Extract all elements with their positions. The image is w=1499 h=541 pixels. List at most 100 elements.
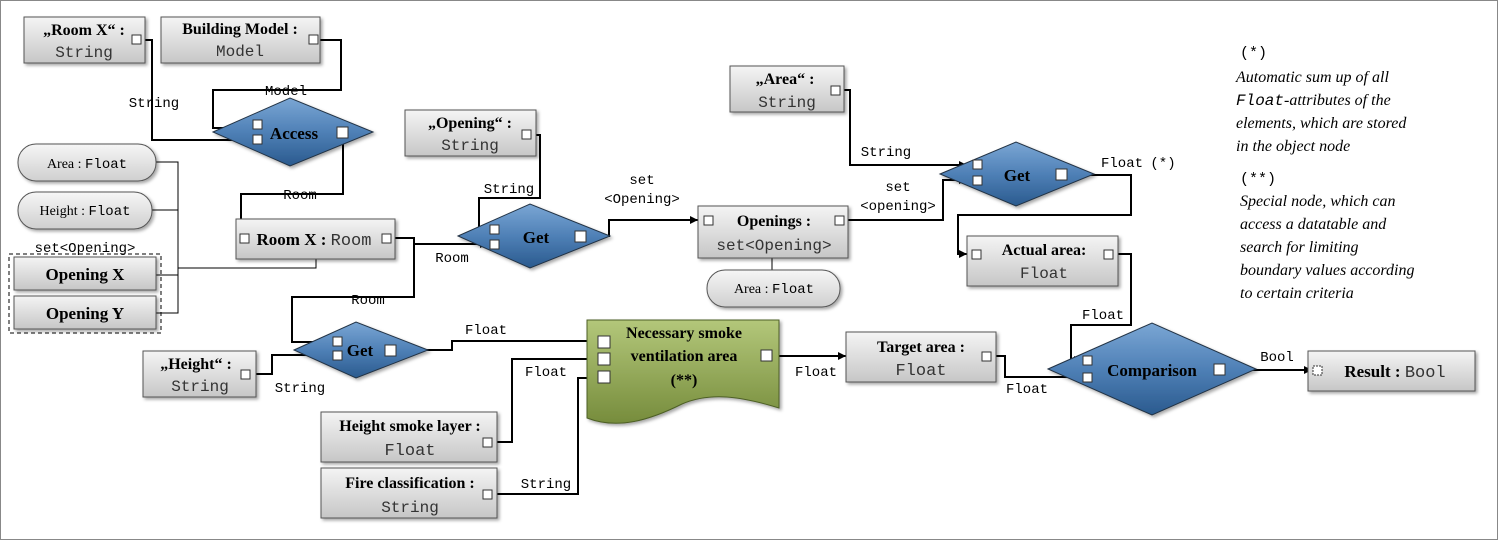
label-room3: Room bbox=[351, 293, 385, 309]
node-openings[interactable]: Openings : set<Opening> bbox=[697, 205, 849, 259]
label-float-get3: Float bbox=[465, 323, 507, 339]
attr-openings-area[interactable]: Area : Float bbox=[706, 269, 841, 308]
label-float-actual-comp: Float bbox=[1082, 308, 1124, 324]
edge-room-get3 bbox=[291, 237, 415, 343]
node-roomx-title: „Room X“ : bbox=[43, 22, 125, 39]
note2-line1: Special node, which can bbox=[1240, 193, 1396, 210]
note1-line1: Automatic sum up of all bbox=[1235, 69, 1389, 86]
node-smoke-ventilation[interactable]: Necessary smoke ventilation area (**) bbox=[586, 319, 780, 424]
port[interactable] bbox=[332, 350, 343, 361]
port[interactable] bbox=[1213, 363, 1226, 376]
node-access[interactable]: Access bbox=[211, 97, 375, 167]
port[interactable] bbox=[981, 351, 992, 362]
port[interactable] bbox=[834, 215, 845, 226]
node-building-model[interactable]: Building Model : Model bbox=[160, 16, 321, 64]
label-float-hsl: Float bbox=[525, 365, 567, 381]
edge-height-get3 bbox=[253, 354, 333, 375]
port[interactable] bbox=[252, 119, 263, 130]
note1-line4: in the object node bbox=[1236, 138, 1350, 155]
node-roomx-type: String bbox=[55, 44, 113, 62]
node-comparison[interactable]: Comparison bbox=[1046, 322, 1258, 416]
port[interactable] bbox=[597, 335, 611, 349]
port[interactable] bbox=[482, 437, 493, 448]
node-height-type: String bbox=[171, 378, 229, 396]
node-actual-area[interactable]: Actual area: Float bbox=[966, 235, 1119, 287]
attr-area[interactable]: Area : Float bbox=[17, 143, 157, 182]
port[interactable] bbox=[384, 344, 397, 357]
note2-line5: to certain criteria bbox=[1240, 285, 1354, 302]
node-opening-title: „Opening“ : bbox=[428, 115, 512, 132]
node-openings-type: set<Opening> bbox=[716, 237, 831, 255]
node-room-x-text: Room X : Room bbox=[257, 230, 372, 251]
port[interactable] bbox=[1082, 355, 1093, 366]
node-get3-label: Get bbox=[347, 341, 374, 360]
node-area-string[interactable]: „Area“ : String bbox=[729, 65, 845, 113]
note2-line4: boundary values according bbox=[1240, 262, 1414, 279]
node-actual-title: Actual area: bbox=[1002, 242, 1087, 259]
note1-mark: (*) bbox=[1240, 45, 1267, 62]
label-string-area: String bbox=[861, 145, 911, 161]
node-fire-type: String bbox=[381, 499, 439, 517]
port[interactable] bbox=[597, 352, 611, 366]
connectors bbox=[145, 39, 1312, 495]
port[interactable] bbox=[971, 249, 982, 260]
port[interactable] bbox=[482, 489, 493, 500]
port[interactable] bbox=[521, 129, 532, 140]
port[interactable] bbox=[703, 215, 714, 226]
edge-labels: Model String Room String set <Opening> R… bbox=[129, 84, 1294, 493]
notes: (*) Automatic sum up of all Float-attrib… bbox=[1235, 45, 1414, 302]
node-get1[interactable]: Get bbox=[456, 203, 612, 269]
node-get1-label: Get bbox=[523, 228, 550, 247]
node-height-smoke[interactable]: Height smoke layer : Float bbox=[320, 411, 498, 463]
port[interactable] bbox=[1082, 372, 1093, 383]
node-height-string[interactable]: „Height“ : String bbox=[142, 350, 257, 398]
edge-area-get2 bbox=[840, 89, 967, 166]
node-get2[interactable]: Get bbox=[938, 141, 1096, 207]
port[interactable] bbox=[830, 85, 841, 96]
port[interactable] bbox=[252, 134, 263, 145]
port[interactable] bbox=[972, 175, 983, 186]
node-room-x[interactable]: Room X : Room bbox=[235, 218, 396, 260]
label-float-star: Float bbox=[1101, 156, 1143, 172]
port[interactable] bbox=[1312, 365, 1323, 376]
label-string-height: String bbox=[275, 381, 325, 397]
port[interactable] bbox=[239, 233, 250, 244]
edge-bracket-room bbox=[178, 259, 317, 269]
node-target-area[interactable]: Target area : Float bbox=[845, 331, 997, 383]
port[interactable] bbox=[381, 233, 392, 244]
node-opening-string[interactable]: „Opening“ : String bbox=[404, 109, 537, 157]
port[interactable] bbox=[1103, 249, 1114, 260]
port[interactable] bbox=[332, 336, 343, 347]
port[interactable] bbox=[308, 34, 319, 45]
node-fire-class[interactable]: Fire classification : String bbox=[320, 467, 498, 519]
node-opening-y[interactable]: Opening Y bbox=[13, 295, 157, 330]
port[interactable] bbox=[972, 159, 983, 170]
port[interactable] bbox=[574, 230, 587, 243]
port[interactable] bbox=[760, 349, 773, 362]
port[interactable] bbox=[336, 126, 349, 139]
node-area-type: String bbox=[758, 94, 816, 112]
node-opening-x[interactable]: Opening X bbox=[13, 256, 157, 291]
port[interactable] bbox=[240, 369, 251, 380]
node-hsl-title: Height smoke layer : bbox=[339, 418, 480, 435]
label-float-smoke-target: Float bbox=[795, 365, 837, 381]
note2-line3: search for limiting bbox=[1240, 239, 1359, 256]
attr-height-text: Height : Float bbox=[39, 204, 130, 220]
node-area-title: „Area“ : bbox=[756, 71, 815, 88]
port[interactable] bbox=[1055, 168, 1068, 181]
label-set1: set bbox=[629, 173, 654, 189]
port[interactable] bbox=[597, 370, 611, 384]
port[interactable] bbox=[489, 224, 500, 235]
note2-line2: access a datatable and bbox=[1240, 216, 1387, 233]
attr-openings-area-text: Area : Float bbox=[734, 282, 814, 298]
node-result[interactable]: Result : Bool bbox=[1307, 350, 1476, 392]
node-roomx-string[interactable]: „Room X“ : String bbox=[23, 16, 146, 64]
node-get3[interactable]: Get bbox=[292, 321, 430, 379]
attr-height[interactable]: Height : Float bbox=[17, 191, 153, 230]
node-access-label: Access bbox=[270, 124, 319, 143]
port[interactable] bbox=[131, 34, 142, 45]
node-opening-x-label: Opening X bbox=[46, 265, 126, 284]
port[interactable] bbox=[489, 239, 500, 250]
node-fire-title: Fire classification : bbox=[345, 475, 474, 492]
